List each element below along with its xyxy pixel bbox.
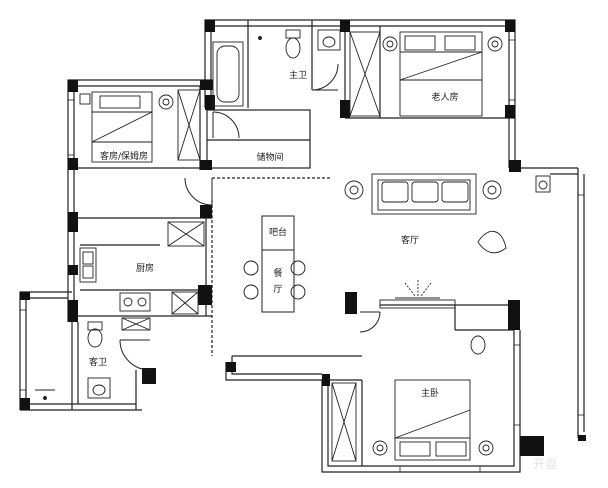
label-dining-1: 餐 [273,267,282,279]
sofa [371,173,477,215]
stove [119,292,151,312]
bedroom-chair [470,335,486,355]
dining-area [243,215,306,313]
label-dining-2: 厅 [273,284,282,295]
guest-bath-fixtures [35,321,111,400]
guest-room-bed [79,91,174,163]
crossed-cabinets [121,31,381,462]
wash-basin [87,377,111,399]
wall-lines [19,19,585,473]
master-bath-fixtures [212,29,341,107]
wash-basin [317,29,341,51]
label-guest-nanny-room: 客房/保姆房 [100,150,148,162]
room-labels: 主卫 老人房 客房/保姆房 储物间 厨房 吧台 餐 厅 客厅 客卫 主卧 [89,69,459,399]
label-storage: 储物间 [256,151,283,163]
label-elder-room: 老人房 [431,91,458,103]
label-living-room: 客厅 [401,234,419,246]
watermark-text: 开盘 [533,456,557,471]
label-guest-bath: 客卫 [89,356,107,368]
kitchen-fixtures [79,247,151,312]
living-room-furniture [344,173,551,355]
kitchen-sink [79,247,97,283]
wall-blocks [20,20,586,456]
windows [19,39,585,473]
label-bar: 吧台 [269,226,287,238]
toilet [87,321,103,331]
label-master-bedroom: 主卧 [421,387,439,399]
bathtub [212,41,244,107]
bar-counter [261,215,295,313]
elder-room-bed [382,31,503,117]
master-bedroom-bed [372,379,494,461]
label-master-bath: 主卫 [289,69,307,81]
tv-cabinet [379,299,456,309]
label-kitchen: 厨房 [136,262,154,274]
lounge-chair [477,231,507,254]
toilet [285,29,301,39]
